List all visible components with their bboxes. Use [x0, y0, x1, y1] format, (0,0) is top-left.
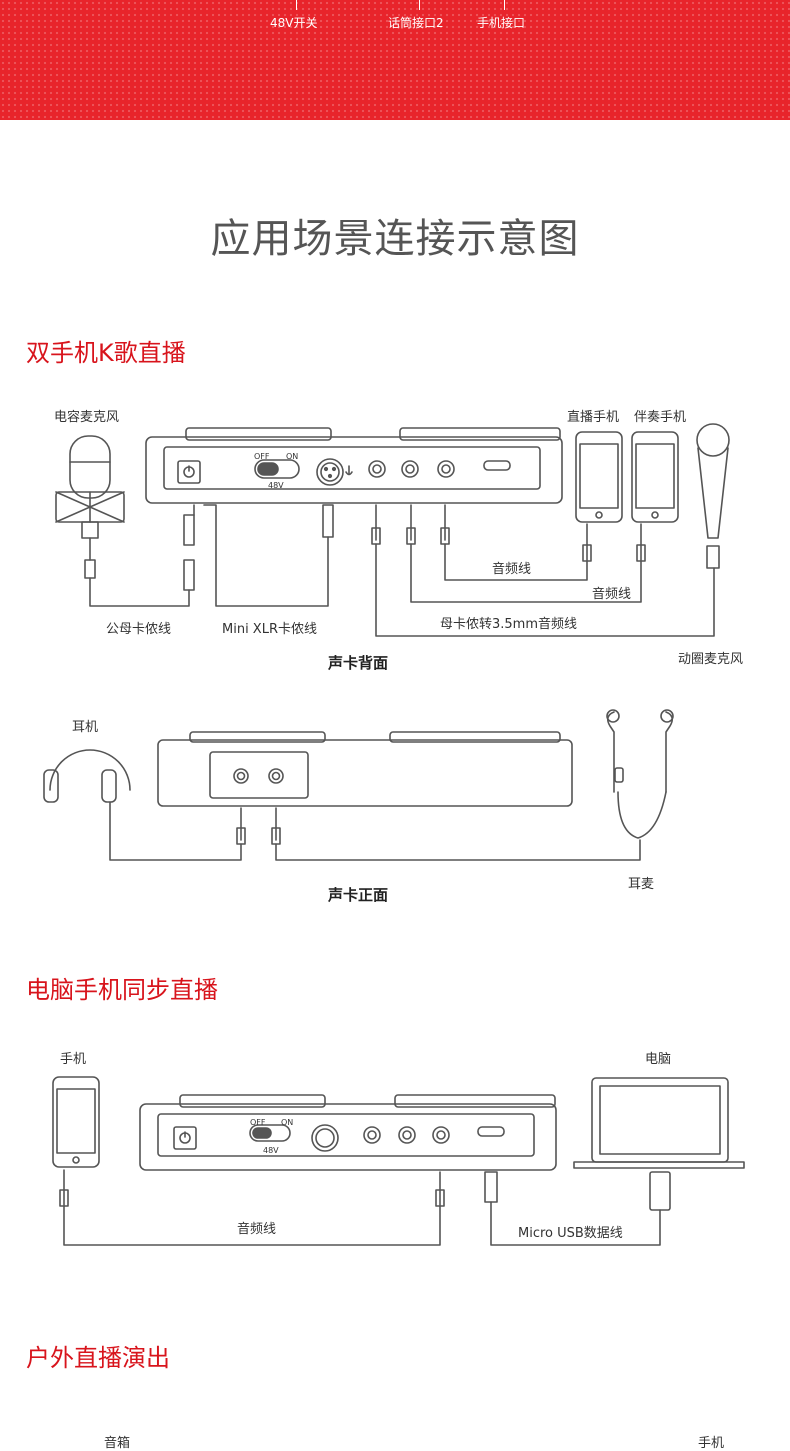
- phone-jack-icon: [437, 460, 455, 478]
- xlr-input-icon: [316, 458, 344, 486]
- soundcard-front-unit: [157, 731, 573, 807]
- section-title-pc-phone: 电脑手机同步直播: [26, 976, 218, 1004]
- label-audio-cable: 音频线: [237, 1222, 277, 1237]
- label-accompany-phone: 伴奏手机: [634, 410, 687, 425]
- label-earphones: 耳麦: [628, 877, 655, 892]
- earphones-icon: [606, 709, 674, 839]
- soundcard-back-unit: [145, 427, 563, 504]
- label-usb-cable: Micro USB数据线: [518, 1226, 623, 1241]
- top-banner: 48V开关 话筒接口2 手机接口: [0, 0, 790, 120]
- label-mini-xlr-cable: Mini XLR卡侬线: [222, 622, 317, 637]
- label-computer: 电脑: [645, 1052, 672, 1067]
- jack-inner: [405, 464, 415, 474]
- banner-tick: [419, 0, 420, 10]
- label-headphones: 耳机: [72, 720, 99, 735]
- 48v-switch-knob: [257, 462, 279, 476]
- banner-tick: [296, 0, 297, 10]
- live-phone-icon: [575, 431, 623, 523]
- banner-label-48v: 48V开关: [270, 16, 318, 30]
- label-audio-cable-1: 音频线: [492, 562, 532, 577]
- banner-label-phone: 手机接口: [477, 16, 526, 30]
- mic-jack-icon: [368, 460, 386, 478]
- power-icon: [177, 460, 201, 484]
- label-condenser-mic: 电容麦克风: [54, 410, 120, 425]
- section-title-karaoke: 双手机K歌直播: [26, 339, 186, 367]
- label-switch-on: ON: [281, 1118, 294, 1127]
- label-phone: 手机: [60, 1052, 87, 1067]
- label-switch-48v: 48V: [268, 481, 284, 490]
- label-dynamic-mic: 动圈麦克风: [678, 652, 744, 667]
- mic-symbol-icon: [345, 465, 353, 476]
- label-female-xlr-35: 母卡侬转3.5mm音频线: [440, 617, 578, 632]
- jack-inner: [441, 464, 451, 474]
- label-live-phone: 直播手机: [567, 410, 620, 425]
- caption-soundcard-back: 声卡背面: [328, 654, 389, 672]
- page-title: 应用场景连接示意图: [210, 216, 580, 262]
- front-cables: [109, 801, 641, 861]
- label-audio-cable-2: 音频线: [592, 587, 632, 602]
- accompany-phone-icon: [631, 431, 679, 523]
- label-switch-on: ON: [286, 452, 299, 461]
- laptop-icon: [573, 1077, 745, 1169]
- accompany-jack-icon: [401, 460, 419, 478]
- label-speaker: 音箱: [104, 1436, 131, 1451]
- label-switch-off: OFF: [250, 1118, 266, 1127]
- phone-icon: [52, 1076, 100, 1168]
- soundcard-back-unit-2: [139, 1094, 557, 1171]
- micro-usb-port-icon: [483, 460, 511, 471]
- banner-label-mic2: 话筒接口2: [388, 16, 444, 30]
- headphones-icon: [43, 749, 131, 803]
- caption-soundcard-front: 声卡正面: [328, 886, 389, 904]
- banner-tick: [504, 0, 505, 10]
- jack-inner: [372, 464, 382, 474]
- section-title-outdoor: 户外直播演出: [26, 1344, 170, 1372]
- condenser-mic-icon: [55, 435, 125, 579]
- 48v-switch: [254, 459, 300, 479]
- label-switch-off: OFF: [254, 452, 270, 461]
- label-switch-48v: 48V: [263, 1146, 279, 1155]
- label-outdoor-phone: 手机: [698, 1436, 725, 1451]
- label-male-female-cable: 公母卡侬线: [106, 622, 172, 637]
- dynamic-mic-icon: [696, 423, 730, 569]
- cables: [89, 504, 715, 637]
- pc-phone-cables: [59, 1169, 671, 1246]
